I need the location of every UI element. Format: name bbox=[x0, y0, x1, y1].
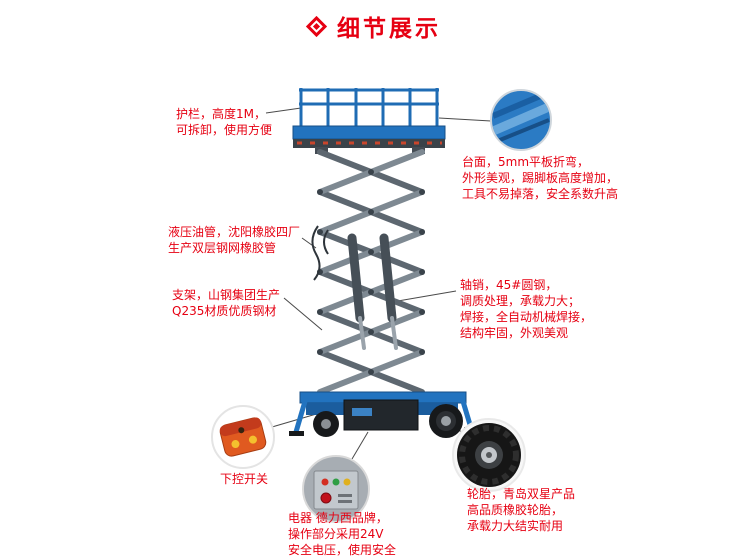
note-guardrail: 护栏，高度1M， 可拆卸，使用方便 bbox=[176, 107, 273, 137]
page-title: 细节展示 bbox=[337, 16, 441, 42]
wheels bbox=[313, 404, 463, 438]
note-axle-pin: 轴销，45#圆钢， 调质处理，承载力大； 焊接，全自动机械焊接， 结构牢固，外观… bbox=[460, 278, 593, 340]
note-lower-control: 下控开关 bbox=[219, 472, 268, 486]
guardrail bbox=[299, 88, 439, 127]
hydraulic-cylinders bbox=[347, 233, 398, 350]
remote-control-icon bbox=[211, 405, 275, 469]
note-tire: 轮胎，青岛双星产品 高品质橡胶轮胎， 承载力大结实耐用 bbox=[467, 487, 576, 533]
hydraulic-hose bbox=[311, 225, 329, 281]
note-hydraulic-hose: 液压油管，沈阳橡胶四厂 生产双层钢网橡胶管 bbox=[168, 225, 301, 255]
platform-deck bbox=[292, 125, 446, 148]
platform-edge-detail-icon bbox=[490, 89, 552, 151]
electric-panel-icon bbox=[302, 455, 370, 523]
note-electric: 电器 德力西品牌， 操作部分采用24V 安全电压，使用安全 bbox=[288, 511, 397, 557]
note-frame: 支架，山钢集团生产 Q235材质优质钢材 bbox=[172, 288, 281, 318]
page-header: 细节展示 bbox=[0, 10, 750, 42]
scissor-mechanism bbox=[315, 147, 425, 395]
diamond-icon bbox=[305, 15, 328, 37]
note-platform: 台面，5mm平板折弯， 外形美观，踢脚板高度增加， 工具不易掉落，安全系数升高 bbox=[462, 155, 619, 201]
chassis-base bbox=[289, 391, 479, 436]
tire-wheel-icon bbox=[452, 418, 526, 492]
